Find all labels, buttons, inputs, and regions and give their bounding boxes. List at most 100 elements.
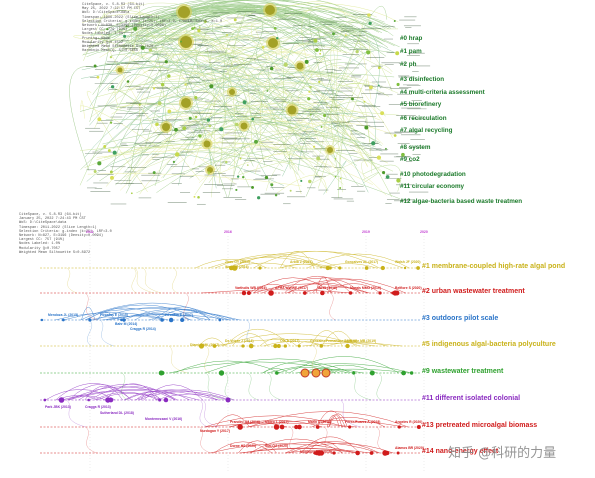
timeline-cluster-label: #2 urban wastewater treatment	[422, 288, 525, 295]
node	[266, 90, 269, 92]
node	[140, 45, 145, 50]
network-link	[80, 64, 353, 115]
timeline-node	[237, 424, 243, 430]
timeline-node	[258, 266, 262, 270]
timeline-node	[40, 318, 44, 322]
timeline-link	[204, 415, 346, 428]
node	[109, 55, 113, 59]
timeline-link	[95, 307, 222, 321]
network-link	[102, 128, 323, 168]
node	[355, 50, 359, 54]
node	[289, 189, 292, 192]
metadata-line: Modularity Q=0.4532	[82, 40, 123, 45]
timeline-link	[195, 259, 267, 269]
timeline-background	[0, 210, 595, 478]
timeline-link	[352, 372, 372, 401]
timeline-link	[124, 389, 219, 401]
node	[138, 103, 141, 106]
timeline-link	[68, 384, 132, 401]
network-link	[119, 74, 240, 155]
timeline-node-label: Mendoza JL (2015)	[48, 313, 78, 317]
timeline-link	[134, 389, 235, 401]
node	[181, 98, 191, 108]
node	[367, 13, 371, 17]
timeline-node-label: Morais MMG (2019)	[350, 286, 381, 290]
timeline-node	[382, 450, 388, 456]
network-link	[73, 34, 106, 41]
cluster-label: #12 algae-bacteria based waste treatmen	[400, 198, 523, 205]
node	[209, 84, 214, 89]
node	[323, 113, 327, 117]
network-canvas[interactable]	[0, 0, 595, 210]
network-link	[125, 11, 395, 47]
network-link	[96, 146, 305, 158]
node	[287, 105, 297, 115]
timeline-node	[397, 425, 401, 429]
node	[339, 177, 342, 180]
network-link	[104, 2, 141, 94]
cluster-label: #6 recirculation	[400, 115, 447, 122]
node	[126, 80, 130, 83]
timeline-canvas[interactable]: Zhou GY (2014)Wang M (2016)Arbib Z (2017…	[0, 210, 595, 478]
network-link	[80, 105, 160, 148]
timeline-link	[94, 392, 158, 401]
network-link	[90, 31, 286, 95]
timeline-link	[316, 410, 346, 428]
timeline-node	[394, 290, 400, 296]
cluster-label: #1 pam	[400, 48, 422, 55]
node	[239, 157, 242, 160]
node	[197, 29, 201, 33]
node	[368, 21, 372, 25]
network-link	[208, 16, 336, 184]
network-link	[138, 3, 388, 33]
timeline-link	[300, 436, 360, 454]
node	[319, 52, 322, 55]
timeline-node-label: Posadas E (2017)	[165, 313, 193, 317]
node	[160, 82, 165, 87]
timeline-node	[246, 291, 251, 295]
node	[376, 155, 382, 160]
network-link	[115, 142, 143, 186]
cluster-network-view[interactable]: CiteSpace, v. 5.8.R3 (64-bit)May 25, 202…	[0, 0, 595, 210]
node	[393, 134, 397, 137]
node	[106, 28, 109, 31]
network-link	[149, 53, 291, 106]
network-link	[312, 158, 363, 184]
network-link	[228, 86, 304, 198]
node	[155, 122, 159, 127]
node	[313, 38, 318, 43]
node	[97, 117, 102, 122]
timeline-link	[116, 313, 192, 321]
network-link	[145, 82, 265, 164]
timeline-link	[232, 262, 297, 269]
node	[242, 176, 245, 179]
timeline-link	[307, 441, 343, 454]
node	[125, 25, 128, 28]
timeline-node	[369, 370, 375, 376]
timeline-node	[318, 450, 325, 456]
timeline-link	[135, 393, 162, 401]
timeline-link	[311, 279, 361, 294]
network-link	[149, 81, 359, 145]
timeline-node	[120, 318, 123, 322]
metadata-line: Harmonic Mean(Q, S)=0.5656	[82, 49, 139, 54]
node	[226, 33, 229, 36]
timeline-node	[319, 344, 324, 348]
year-label: 2016	[224, 230, 232, 234]
timeline-node-label: Gonzalez-Fernandez C (2018)	[310, 339, 357, 343]
timeline-view[interactable]: Zhou GY (2014)Wang M (2016)Arbib Z (2017…	[0, 210, 595, 478]
network-link	[136, 10, 366, 48]
timeline-node	[325, 265, 330, 271]
timeline-link	[158, 309, 211, 321]
timeline-node	[348, 291, 353, 295]
node	[242, 100, 247, 105]
node	[339, 187, 342, 190]
network-link	[256, 122, 383, 152]
timeline-node	[163, 397, 169, 403]
node	[184, 83, 187, 86]
node	[235, 188, 238, 192]
node	[261, 45, 265, 49]
node	[162, 123, 170, 131]
timeline-link	[241, 447, 359, 454]
node	[198, 26, 201, 28]
